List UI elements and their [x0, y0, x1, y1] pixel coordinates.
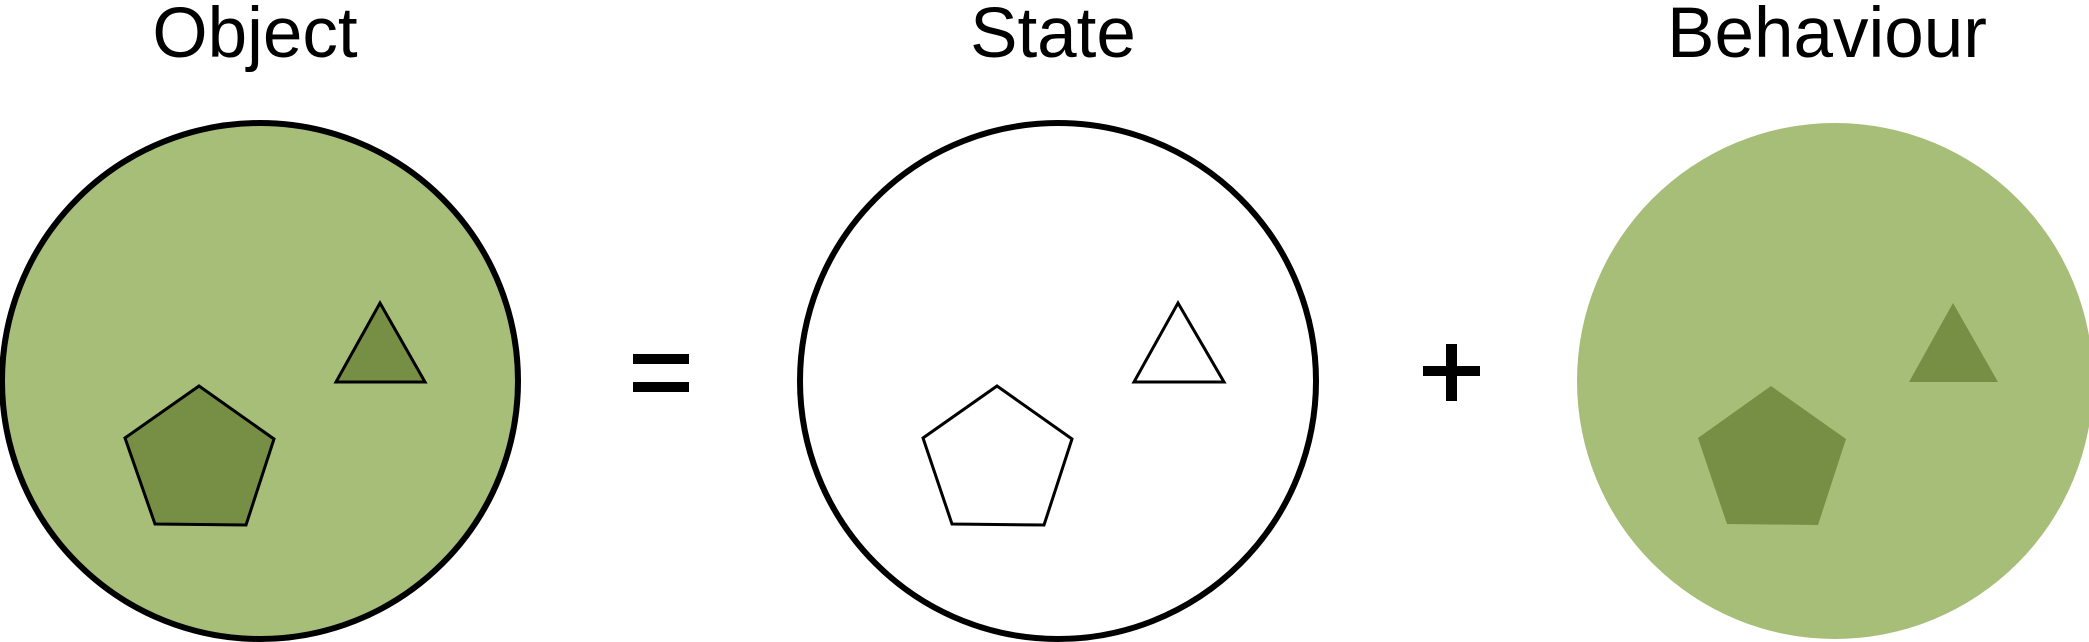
equals-bar-bottom — [633, 382, 689, 392]
state-title: State — [970, 0, 1136, 73]
state-pentagon — [921, 384, 1074, 527]
object-circle — [0, 120, 521, 642]
behaviour-pentagon — [1698, 386, 1846, 525]
state-group — [797, 120, 1319, 642]
behaviour-group — [1577, 123, 2089, 639]
behaviour-title: Behaviour — [1667, 0, 1987, 73]
plus-bar-vertical — [1446, 344, 1457, 401]
object-triangle — [333, 299, 428, 384]
equals-bar-top — [633, 354, 689, 364]
behaviour-triangle — [1909, 303, 1998, 382]
state-triangle — [1131, 299, 1227, 384]
equals-sign — [633, 354, 689, 392]
behaviour-circle — [1577, 123, 2089, 639]
object-title: Object — [152, 0, 357, 73]
plus-sign — [1423, 344, 1480, 401]
state-circle — [797, 120, 1319, 642]
object-group — [0, 120, 521, 642]
object-pentagon — [123, 384, 276, 527]
